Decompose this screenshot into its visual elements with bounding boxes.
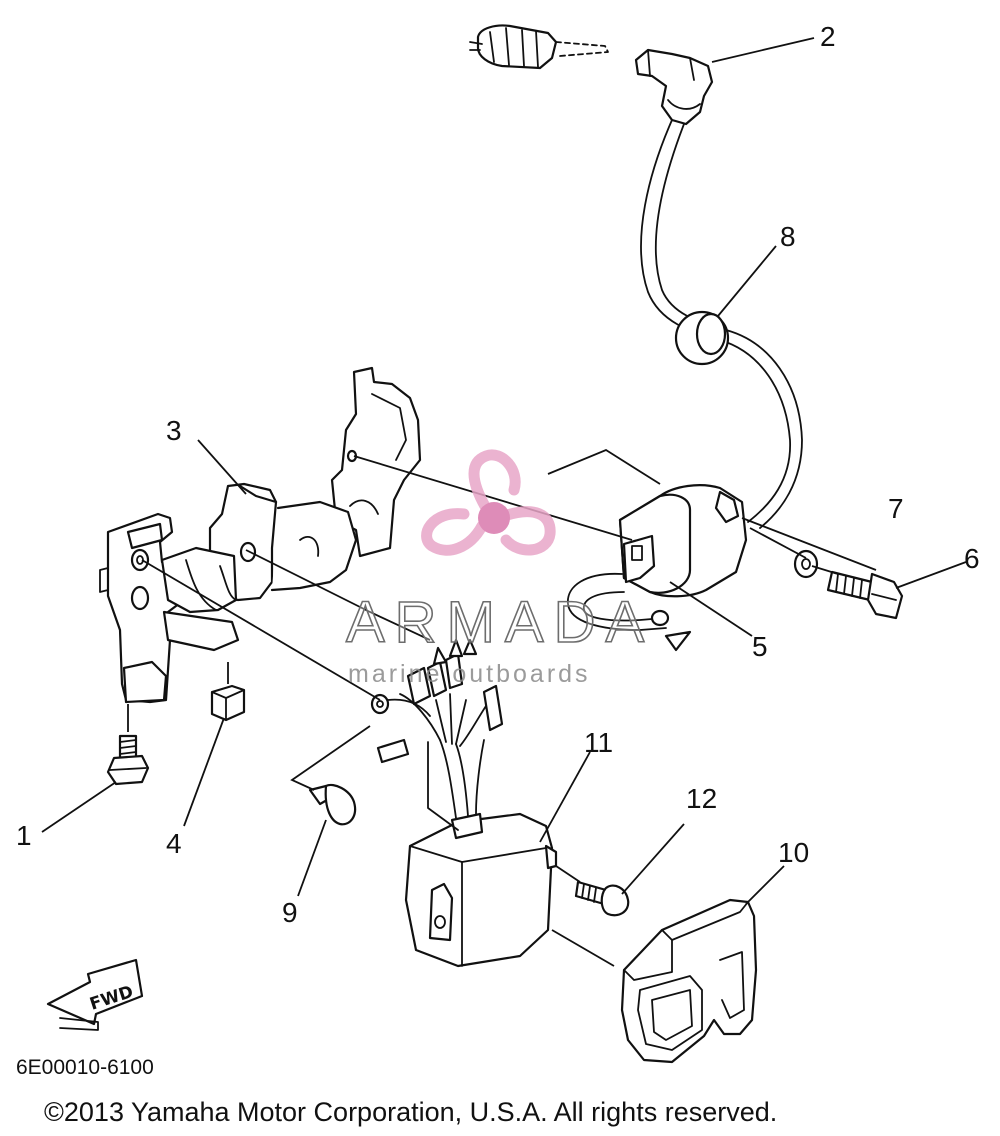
rubber-block-4 [210, 684, 246, 722]
callout-7: 7 [888, 493, 904, 524]
screw-9 [308, 783, 357, 826]
callout-5: 5 [752, 631, 768, 662]
spark-plug-cap-2 [634, 48, 714, 126]
callout-4: 4 [166, 828, 182, 859]
copyright-notice: ©2013 Yamaha Motor Corporation, U.S.A. A… [44, 1097, 777, 1127]
fwd-arrow-icon: FWD [46, 958, 144, 1031]
callout-9: 9 [282, 897, 298, 928]
diagram-code: 6E00010-6100 [16, 1056, 154, 1079]
grommet-8 [674, 310, 730, 366]
screw-12 [574, 880, 630, 917]
bolt-1 [106, 734, 150, 786]
callout-12: 12 [686, 783, 717, 814]
callout-2: 2 [820, 21, 836, 52]
armada-watermark: ARMADA marine outboards [345, 449, 654, 688]
callout-leaders [41, 37, 967, 905]
cdi-unit-11 [370, 638, 558, 968]
callout-10: 10 [778, 837, 809, 868]
watermark-title: ARMADA [346, 590, 654, 655]
callout-11: 11 [584, 727, 613, 758]
assembly-lines [127, 448, 839, 967]
callout-1: 1 [16, 820, 32, 851]
washer-7 [793, 549, 819, 579]
watermark-subtitle: marine outboards [348, 660, 591, 688]
callout-labels: 1 2 3 4 5 6 7 8 9 10 11 12 [16, 21, 980, 928]
cover-10 [620, 898, 758, 1064]
callout-3: 3 [166, 415, 182, 446]
spark-plug [469, 24, 609, 70]
callout-6: 6 [964, 543, 980, 574]
bolt-6 [826, 570, 904, 620]
ignition-coil-5 [567, 484, 748, 652]
callout-8: 8 [780, 221, 796, 252]
bracket-3 [99, 366, 422, 704]
propeller-logo-icon [421, 449, 556, 556]
